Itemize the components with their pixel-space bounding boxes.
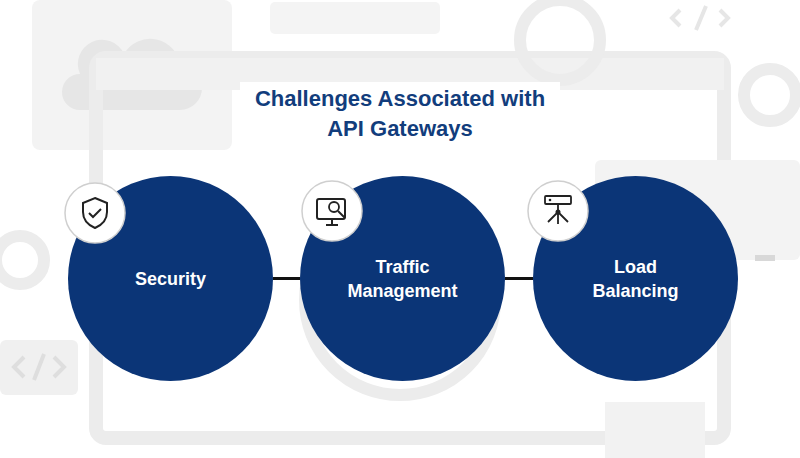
circle-fill [68,176,273,381]
panel-dash [755,255,775,261]
monitor-search-icon-badge [302,181,362,241]
circle-label: Traffic Management [338,255,468,303]
challenge-circle: Security [68,176,273,381]
circle-text-holder: Security [68,176,273,381]
circle-text-holder: Traffic Management [300,176,505,381]
circle-fill [300,176,505,381]
code-panel [0,340,78,395]
circle-shape [533,176,738,381]
shield-icon-badge [65,183,125,243]
code-symbol [14,354,64,380]
code-symbol [672,6,728,30]
connector-line [505,277,533,280]
challenge-circle: Traffic Management [300,176,505,381]
top-panel [270,2,440,34]
load-balancer-icon-badge [528,181,588,241]
circle-label: Security [135,267,206,291]
circle-fill [533,176,738,381]
connector-line [273,277,300,280]
circle-text-holder: Load Balancing [533,176,738,381]
gear-icons [0,0,796,395]
circle-shape [300,176,505,381]
box-panel [605,402,705,458]
circle-label: Load Balancing [571,255,701,303]
diagram-title: Challenges Associated with API Gateways [240,82,560,146]
challenge-circle: Load Balancing [533,176,738,381]
